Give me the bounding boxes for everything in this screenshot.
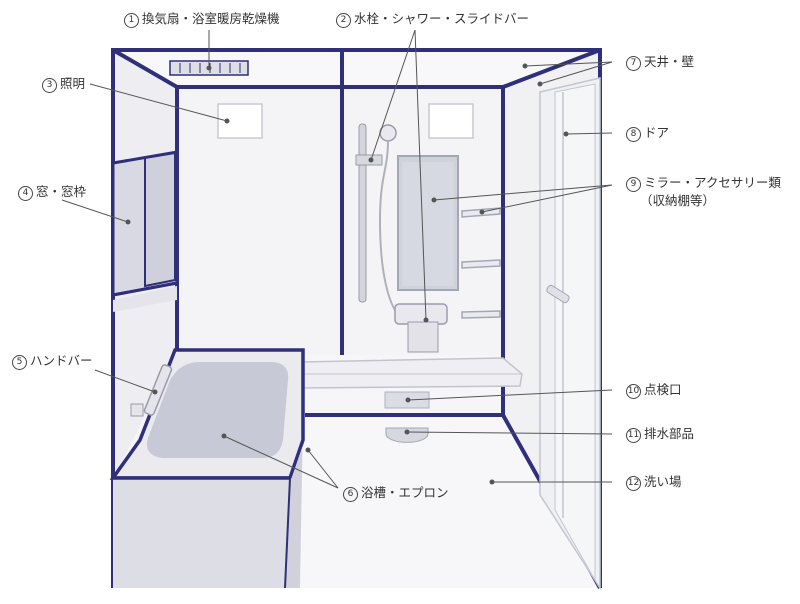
leader-dots — [125, 63, 569, 485]
leader-lines — [61, 29, 613, 489]
bathtub-water — [146, 362, 289, 458]
label-mirror-sub: （収納棚等） — [640, 193, 716, 208]
hand-bar — [143, 364, 173, 416]
window-frame — [111, 150, 179, 312]
bathtub-apron-side — [285, 415, 303, 588]
slide-bar — [358, 123, 367, 303]
fan-slats — [179, 63, 241, 73]
hand-bar-end — [130, 403, 144, 417]
door-glass — [554, 83, 596, 582]
light-fixture-right — [428, 103, 474, 139]
door-handle — [546, 284, 570, 304]
floor-drain — [385, 427, 429, 443]
floor — [285, 415, 600, 588]
counter-shelf — [299, 357, 523, 389]
bathtub-apron — [113, 478, 290, 588]
faucet-body — [394, 303, 448, 325]
mirror-inner — [402, 162, 454, 286]
faucet-base — [407, 321, 439, 353]
ceiling — [113, 50, 600, 87]
